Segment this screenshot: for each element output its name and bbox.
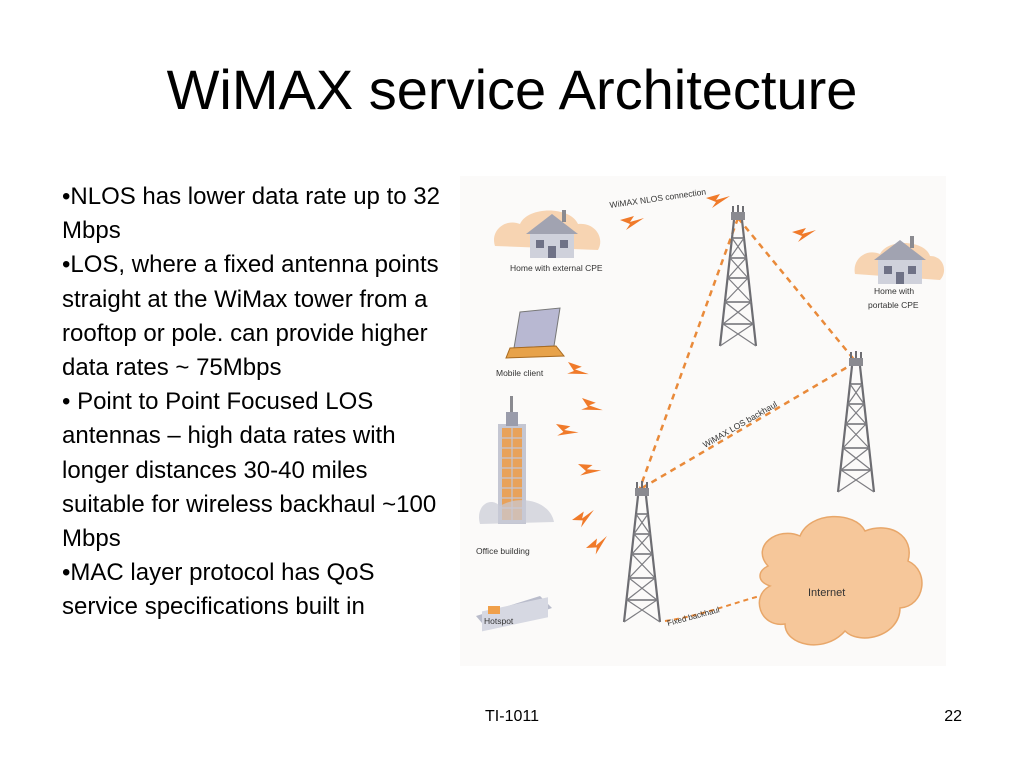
nlos-link-right: [737, 217, 857, 363]
tower-icon: [718, 203, 758, 348]
home-portable-cpe: Home with portable CPE: [854, 236, 945, 310]
bullet-list: •NLOS has lower data rate up to 32 Mbps …: [62, 180, 452, 625]
lightning-icon: [792, 228, 816, 242]
los-backhaul-link: [641, 360, 857, 490]
hotspot-label: Hotspot: [484, 616, 514, 626]
wimax-architecture-diagram: Internet Home with external CPE: [460, 176, 946, 666]
office-building-label: Office building: [476, 546, 530, 556]
footer-course-code: TI-1011: [485, 708, 539, 725]
house-icon: [874, 236, 926, 284]
dashed-links: [638, 217, 857, 490]
slide-title: WiMAX service Architecture: [166, 58, 858, 121]
nlos-link-left: [638, 217, 740, 489]
diagram-svg: Internet Home with external CPE: [476, 186, 945, 646]
los-backhaul-label: WiMAX LOS backhaul: [701, 399, 779, 450]
mobile-client-label: Mobile client: [496, 368, 544, 378]
tower-icon: [622, 479, 662, 624]
lightning-icon: [574, 460, 602, 482]
home-external-cpe: Home with external CPE: [494, 210, 603, 273]
internet-label: Internet: [808, 587, 845, 599]
tower-icon: [836, 349, 876, 494]
lightning-icon: [620, 216, 644, 230]
bullet-item: •MAC layer protocol has QoS service spec…: [62, 559, 375, 621]
mobile-client: Mobile client: [496, 307, 566, 378]
internet-cloud: Internet: [758, 515, 923, 646]
lightning-icon: [570, 508, 598, 530]
lightning-icon: [562, 358, 590, 384]
home-portable-label-1: Home with: [874, 286, 914, 296]
lightning-icon: [551, 420, 580, 444]
home-external-label: Home with external CPE: [510, 263, 603, 273]
hotspot: Hotspot: [476, 596, 552, 632]
home-portable-label-2: portable CPE: [868, 300, 919, 310]
office-building: Office building: [476, 396, 554, 556]
bullet-item: •LOS, where a fixed antenna points strai…: [62, 251, 439, 382]
nlos-connection-label: WiMAX NLOS connection: [609, 186, 707, 209]
lightning-icon: [706, 194, 730, 208]
fixed-backhaul-label: Fixed backhaul: [666, 605, 721, 628]
lightning-icon: [576, 394, 604, 420]
bullet-item: •NLOS has lower data rate up to 32 Mbps: [62, 183, 440, 245]
fixed-backhaul-link: [664, 595, 761, 622]
bullet-item: • Point to Point Focused LOS antennas – …: [62, 388, 437, 553]
lightning-icon: [584, 534, 612, 558]
page-number: 22: [944, 708, 962, 725]
